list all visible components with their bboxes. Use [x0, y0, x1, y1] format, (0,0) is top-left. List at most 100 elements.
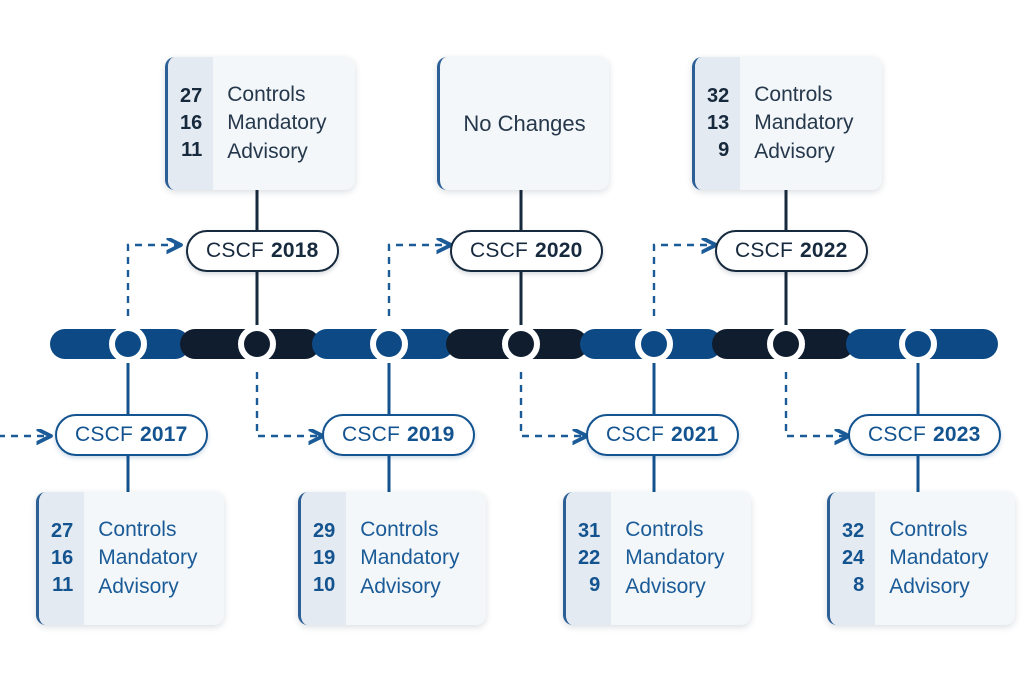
card-label-mandatory: Mandatory: [625, 546, 725, 570]
card-labels: Controls Mandatory Advisory: [213, 57, 340, 190]
dashed-2020-to-2021: [519, 372, 586, 436]
year-pill-2023[interactable]: CSCF 2023: [848, 414, 1001, 456]
timeline-node-2022[interactable]: [767, 325, 805, 363]
card-values: 32 24 8: [830, 492, 876, 625]
card-label-mandatory: Mandatory: [754, 111, 854, 135]
timeline-node-2020[interactable]: [502, 325, 540, 363]
card-value-mandatory: 13: [707, 112, 730, 134]
year-pill-2018[interactable]: CSCF 2018: [186, 230, 339, 272]
card-label-advisory: Advisory: [625, 574, 706, 598]
year-pill-2017[interactable]: CSCF 2017: [55, 414, 208, 456]
card-value-advisory: 11: [181, 139, 203, 161]
card-value-advisory: 9: [589, 574, 601, 596]
card-value-controls: 29: [313, 520, 336, 542]
card-value-mandatory: 16: [180, 112, 203, 134]
info-card-2017[interactable]: 27 16 11 Controls Mandatory Advisory: [36, 492, 224, 625]
card-labels: Controls Mandatory Advisory: [84, 492, 211, 625]
card-value-advisory: 11: [52, 574, 74, 596]
pill-year: 2022: [799, 239, 848, 262]
year-pill-2022[interactable]: CSCF 2022: [715, 230, 868, 272]
pill-prefix: CSCF: [735, 239, 793, 262]
no-changes-text: No Changes: [463, 110, 586, 136]
card-labels: Controls Mandatory Advisory: [346, 492, 473, 625]
card-label-controls: Controls: [754, 83, 833, 107]
card-label-controls: Controls: [360, 518, 439, 542]
info-card-2020[interactable]: No Changes: [437, 57, 609, 190]
card-labels: Controls Mandatory Advisory: [740, 57, 867, 190]
year-pill-2019[interactable]: CSCF 2019: [322, 414, 475, 456]
card-label-mandatory: Mandatory: [360, 546, 460, 570]
pill-prefix: CSCF: [868, 423, 926, 446]
node-core: [641, 331, 667, 357]
info-card-2021[interactable]: 31 22 9 Controls Mandatory Advisory: [563, 492, 751, 625]
card-value-mandatory: 22: [578, 547, 601, 569]
timeline-node-2017[interactable]: [109, 325, 147, 363]
pill-year: 2018: [270, 239, 319, 262]
pill-year: 2020: [534, 239, 583, 262]
pill-year: 2017: [139, 423, 188, 446]
card-label-advisory: Advisory: [98, 574, 179, 598]
dashed-2022-to-2023: [784, 372, 848, 436]
card-label-mandatory: Mandatory: [889, 546, 989, 570]
pill-year: 2019: [406, 423, 455, 446]
node-core: [508, 331, 534, 357]
pill-prefix: CSCF: [606, 423, 664, 446]
card-value-advisory: 9: [718, 139, 730, 161]
info-card-2023[interactable]: 32 24 8 Controls Mandatory Advisory: [827, 492, 1015, 625]
card-label-controls: Controls: [98, 518, 177, 542]
card-value-controls: 32: [707, 85, 730, 107]
dashed-connectors: [0, 245, 848, 436]
timeline-node-2019[interactable]: [370, 325, 408, 363]
pill-prefix: CSCF: [342, 423, 400, 446]
node-core: [773, 331, 799, 357]
solid-stems-bottom: [126, 363, 920, 492]
timeline-node-2023[interactable]: [899, 325, 937, 363]
pill-prefix: CSCF: [206, 239, 264, 262]
year-pill-2020[interactable]: CSCF 2020: [450, 230, 603, 272]
card-value-controls: 27: [180, 85, 203, 107]
node-core: [244, 331, 270, 357]
timeline-node-2021[interactable]: [635, 325, 673, 363]
card-label-controls: Controls: [625, 518, 704, 542]
node-core: [115, 331, 141, 357]
card-labels: Controls Mandatory Advisory: [875, 492, 1002, 625]
pill-prefix: CSCF: [470, 239, 528, 262]
pill-year: 2023: [932, 423, 981, 446]
card-value-advisory: 8: [853, 574, 865, 596]
card-label-advisory: Advisory: [360, 574, 441, 598]
card-label-advisory: Advisory: [227, 139, 308, 163]
info-card-2018[interactable]: 27 16 11 Controls Mandatory Advisory: [165, 57, 355, 190]
info-card-2019[interactable]: 29 19 10 Controls Mandatory Advisory: [298, 492, 486, 625]
timeline-node-2018[interactable]: [238, 325, 276, 363]
card-values: 27 16 11: [39, 492, 85, 625]
card-value-advisory: 10: [313, 574, 336, 596]
card-values: 29 19 10: [301, 492, 347, 625]
card-value-controls: 27: [51, 520, 74, 542]
card-label-advisory: Advisory: [889, 574, 970, 598]
card-labels: Controls Mandatory Advisory: [611, 492, 738, 625]
card-value-mandatory: 19: [313, 547, 336, 569]
card-label-controls: Controls: [227, 83, 306, 107]
card-values: 31 22 9: [566, 492, 612, 625]
card-value-controls: 32: [842, 520, 865, 542]
card-label-mandatory: Mandatory: [227, 111, 327, 135]
dashed-2017-to-2018: [126, 245, 180, 316]
info-card-2022[interactable]: 32 13 9 Controls Mandatory Advisory: [692, 57, 882, 190]
card-value-controls: 31: [578, 520, 601, 542]
pill-year: 2021: [670, 423, 719, 446]
dashed-2021-to-2022: [652, 245, 715, 316]
card-value-mandatory: 24: [842, 547, 865, 569]
card-label-controls: Controls: [889, 518, 968, 542]
card-values: 27 16 11: [168, 57, 214, 190]
card-value-mandatory: 16: [51, 547, 74, 569]
solid-stems-top: [255, 190, 788, 325]
dashed-2019-to-2020: [387, 245, 450, 316]
node-core: [376, 331, 402, 357]
card-label-mandatory: Mandatory: [98, 546, 198, 570]
pill-prefix: CSCF: [75, 423, 133, 446]
node-core: [905, 331, 931, 357]
card-label-advisory: Advisory: [754, 139, 835, 163]
year-pill-2021[interactable]: CSCF 2021: [586, 414, 739, 456]
